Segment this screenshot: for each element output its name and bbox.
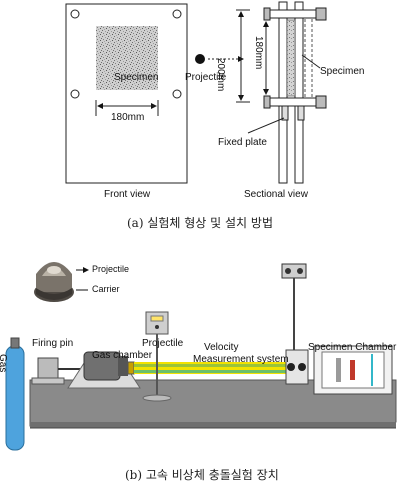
carrier-label: Carrier: [92, 284, 120, 294]
dimension-label-200mm: 200mm: [215, 58, 226, 92]
measurement-system-label: Measurement system: [193, 354, 289, 365]
bolt-hole: [172, 89, 182, 99]
velocity-sensor: [142, 311, 172, 402]
projectile-label-bottom: Projectile: [142, 338, 184, 349]
specimen-chamber-label: Specimen Chamber: [308, 342, 397, 353]
specimen-chamber: [313, 345, 393, 395]
caption-a: (a) 실험체 형상 및 설치 방법: [127, 216, 273, 230]
specimen-front: [96, 26, 158, 90]
dimension-label-180mm: 180mm: [111, 112, 145, 123]
specimen-side: [286, 19, 296, 97]
projectile-block: [127, 361, 135, 375]
caption-b: (b) 고속 비상체 충돌실험 장치: [125, 468, 279, 482]
projectile-photo: [32, 256, 76, 302]
gas-cylinder: [5, 345, 25, 451]
sectional-view: [263, 1, 327, 184]
projectile-dot: [195, 54, 205, 64]
gas-chamber: [67, 351, 141, 389]
gas-chamber-label: Gas chamber: [92, 350, 153, 361]
firing-pin-box: [37, 357, 59, 379]
sectional-view-label: Sectional view: [244, 189, 308, 200]
bolt-hole: [70, 89, 80, 99]
gas-label: Gas: [0, 354, 8, 373]
specimen-label: Specimen: [114, 72, 159, 83]
impact-test-apparatus: [5, 256, 397, 451]
bolt-hole: [172, 9, 182, 19]
projectile-photo-label: Projectile: [92, 264, 130, 274]
velocity-label: Velocity: [204, 342, 239, 353]
dimension-label-180mm-side: 180mm: [253, 36, 264, 70]
front-view-label: Front view: [104, 189, 151, 200]
fixed-plate-label: Fixed plate: [218, 137, 267, 148]
bolt-hole: [70, 9, 80, 19]
specimen-side-label: Specimen: [320, 66, 365, 77]
setup-diagram: [65, 1, 327, 184]
projectile-label: Projectile: [185, 72, 227, 83]
measurement-system: [281, 263, 309, 385]
firing-pin-label: Firing pin: [32, 338, 74, 349]
